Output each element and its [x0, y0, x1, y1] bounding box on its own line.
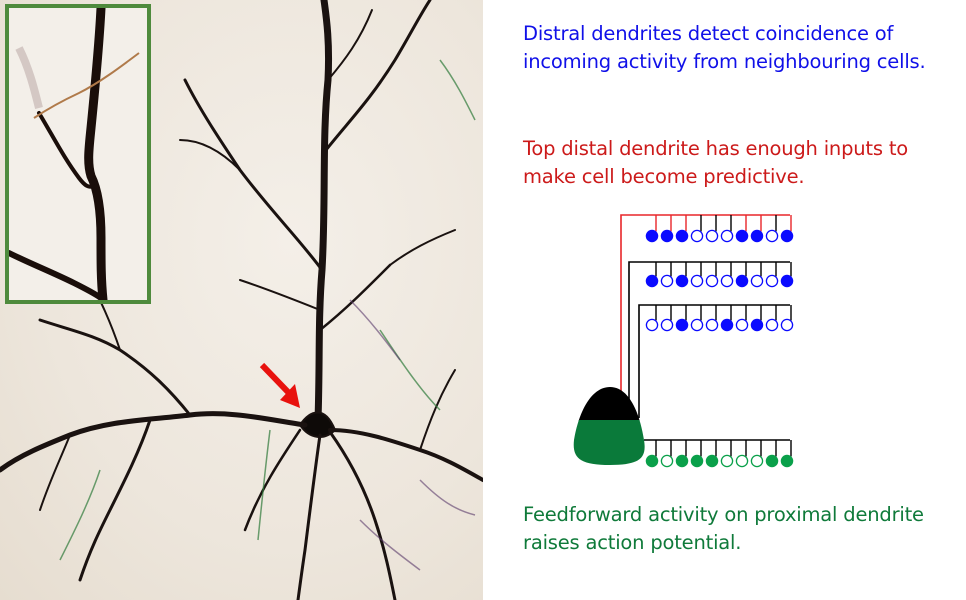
neuron-dendrites-drawing [0, 0, 483, 600]
active-synapse [780, 274, 794, 288]
synapses [645, 229, 794, 468]
inactive-synapse [705, 318, 719, 332]
inactive-synapse [705, 229, 719, 243]
inactive-synapse [660, 454, 674, 468]
inactive-synapse [765, 274, 779, 288]
inactive-synapse [735, 454, 749, 468]
active-synapse [645, 229, 659, 243]
inactive-synapse [690, 318, 704, 332]
inactive-synapse [750, 274, 764, 288]
neuron-model-diagram [573, 214, 794, 468]
feedforward-annotation: Feedforward activity on proximal dendrit… [523, 503, 924, 554]
active-synapse [735, 229, 749, 243]
cell-body [573, 387, 645, 465]
magnified-inset [5, 4, 151, 304]
active-synapse [675, 229, 689, 243]
inactive-synapse [765, 318, 779, 332]
inactive-synapse [660, 274, 674, 288]
distal-dendrite-middle [628, 261, 790, 400]
inactive-synapse [720, 274, 734, 288]
active-synapse [660, 229, 674, 243]
active-synapse [750, 229, 764, 243]
inactive-synapse [705, 274, 719, 288]
inactive-synapse [690, 274, 704, 288]
red-arrow-icon [259, 362, 300, 408]
active-synapse [645, 454, 659, 468]
active-synapse [750, 318, 764, 332]
distal-dendrite-top [620, 214, 790, 392]
active-synapse [690, 454, 704, 468]
active-synapse [645, 274, 659, 288]
inactive-synapse [690, 229, 704, 243]
inactive-synapse [735, 318, 749, 332]
active-synapse [675, 274, 689, 288]
active-synapse [780, 229, 794, 243]
active-synapse [780, 454, 794, 468]
inactive-synapse [750, 454, 764, 468]
active-synapse [705, 454, 719, 468]
neuron-micrograph [0, 0, 483, 600]
inactive-synapse [780, 318, 794, 332]
distal-dendrite-bottom [638, 304, 790, 418]
active-synapse [765, 454, 779, 468]
dendrite-spines-drawing [9, 8, 140, 300]
active-synapse [675, 454, 689, 468]
dendrite-lines [620, 214, 792, 457]
active-synapse [675, 318, 689, 332]
inactive-synapse [645, 318, 659, 332]
active-synapse [720, 318, 734, 332]
inactive-synapse [720, 229, 734, 243]
inactive-synapse [720, 454, 734, 468]
inactive-synapse [765, 229, 779, 243]
predictive-annotation: Top distal dendrite has enough inputs to… [523, 137, 908, 188]
active-synapse [735, 274, 749, 288]
inactive-synapse [660, 318, 674, 332]
distal-annotation: Distral dendrites detect coincidence of … [523, 22, 926, 73]
